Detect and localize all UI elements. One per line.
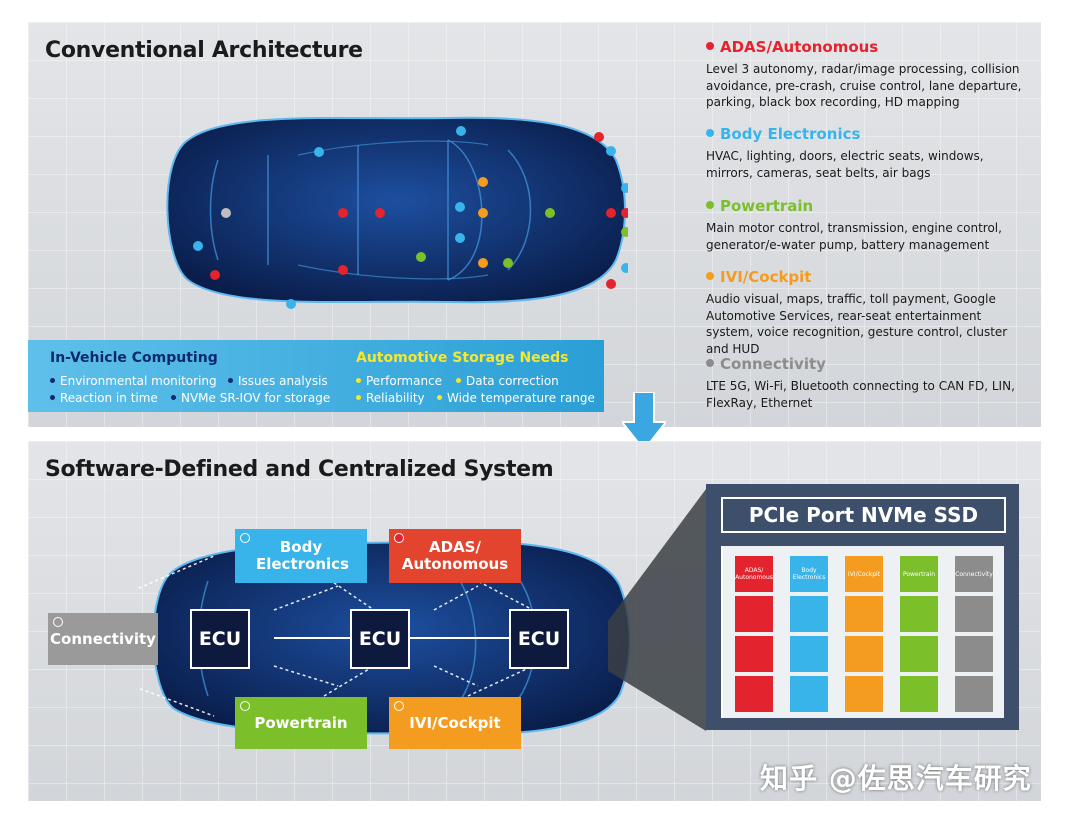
centralized-system-title: Software-Defined and Centralized System xyxy=(45,457,554,482)
adas-dot-icon xyxy=(394,533,404,543)
column-label: Powertrain xyxy=(900,556,938,592)
sensor-dot xyxy=(456,126,466,136)
sensor-dot xyxy=(606,279,616,289)
body-electronics-box: Body Electronics xyxy=(235,529,367,583)
sensor-dot xyxy=(478,258,488,268)
sensor-dot xyxy=(193,241,203,251)
ssd-title: PCIe Port NVMe SSD xyxy=(721,497,1006,533)
sensor-dot xyxy=(455,233,465,243)
category-title: Connectivity xyxy=(720,355,826,373)
category-title: ADAS/Autonomous xyxy=(720,38,879,56)
box-label: Powertrain xyxy=(254,714,348,732)
connectivity-box: Connectivity xyxy=(48,613,158,665)
list-item: Reaction in time xyxy=(50,391,158,405)
category-title: IVI/Cockpit xyxy=(720,268,812,286)
category-adas: ADAS/Autonomous Level 3 autonomy, radar/… xyxy=(706,38,1026,111)
ssd-namespaces: ADAS/ Autonomous Body Electronics IVI/Co… xyxy=(721,546,1004,718)
ecu-left: ECU xyxy=(190,609,250,669)
category-desc: Audio visual, maps, traffic, toll paymen… xyxy=(706,292,1008,356)
powertrain-box: Powertrain xyxy=(235,697,367,749)
watermark: 知乎 @佐思汽车研究 xyxy=(760,762,1032,795)
connectivity-dot-icon xyxy=(53,617,63,627)
list-item: Reliability xyxy=(356,391,425,405)
ssd-column-ivi: IVI/Cockpit xyxy=(845,556,883,712)
box-label: Connectivity xyxy=(50,630,156,648)
box-label: Body Electronics xyxy=(256,538,349,573)
sensor-dot xyxy=(375,208,385,218)
adas-dot-icon xyxy=(706,42,714,50)
ssd-column-body: Body Electronics xyxy=(790,556,828,712)
box-label: IVI/Cockpit xyxy=(409,714,501,732)
car-top-view xyxy=(166,116,628,309)
category-ivi-cockpit: IVI/Cockpit Audio visual, maps, traffic,… xyxy=(706,268,1026,357)
ssd-column-adas: ADAS/ Autonomous xyxy=(735,556,773,712)
sensor-dot xyxy=(545,208,555,218)
box-label: ADAS/ Autonomous xyxy=(401,538,509,573)
nvme-ssd-diagram: PCIe Port NVMe SSD ADAS/ Autonomous Body… xyxy=(706,484,1019,730)
sensor-dot xyxy=(606,146,616,156)
powertrain-dot-icon xyxy=(706,201,714,209)
conventional-architecture-title: Conventional Architecture xyxy=(45,38,363,63)
category-desc: Main motor control, transmission, engine… xyxy=(706,221,1002,252)
list-item: NVMe SR-IOV for storage xyxy=(171,391,330,405)
sensor-dot xyxy=(210,270,220,280)
list-item: Performance xyxy=(356,374,442,388)
category-body-electronics: Body Electronics HVAC, lighting, doors, … xyxy=(706,125,1026,181)
sensor-dot xyxy=(621,183,628,193)
body-dot-icon xyxy=(706,129,714,137)
sensor-dot xyxy=(314,147,324,157)
sensor-dot xyxy=(221,208,231,218)
ssd-column-powertrain: Powertrain xyxy=(900,556,938,712)
category-powertrain: Powertrain Main motor control, transmiss… xyxy=(706,197,1026,253)
ivi-cockpit-box: IVI/Cockpit xyxy=(389,697,521,749)
ivi-dot-icon xyxy=(394,701,404,711)
connectivity-dot-icon xyxy=(706,359,714,367)
category-connectivity: Connectivity LTE 5G, Wi-Fi, Bluetooth co… xyxy=(706,355,1026,411)
category-title: Powertrain xyxy=(720,197,814,215)
computing-storage-box: In-Vehicle Computing Environmental monit… xyxy=(28,340,604,412)
ecu-right: ECU xyxy=(509,609,569,669)
column-label: Body Electronics xyxy=(790,556,828,592)
list-item: Wide temperature range xyxy=(437,391,595,405)
column-label: IVI/Cockpit xyxy=(845,556,883,592)
category-desc: HVAC, lighting, doors, electric seats, w… xyxy=(706,149,984,180)
sensor-dot xyxy=(478,177,488,187)
ivi-dot-icon xyxy=(706,272,714,280)
category-title: Body Electronics xyxy=(720,125,861,143)
body-dot-icon xyxy=(240,533,250,543)
list-item: Data correction xyxy=(456,374,559,388)
sensor-dot xyxy=(621,263,628,273)
sensor-dot xyxy=(621,227,628,237)
category-desc: Level 3 autonomy, radar/image processing… xyxy=(706,62,1022,109)
sensor-dot xyxy=(455,202,465,212)
list-item: Environmental monitoring xyxy=(50,374,217,388)
sensor-dot xyxy=(621,208,628,218)
adas-autonomous-box: ADAS/ Autonomous xyxy=(389,529,521,583)
ecu-center: ECU xyxy=(350,609,410,669)
sensor-dot xyxy=(594,132,604,142)
sensor-dot xyxy=(478,208,488,218)
sensor-dot xyxy=(286,299,296,309)
down-arrow-icon xyxy=(622,392,666,452)
in-vehicle-computing-title: In-Vehicle Computing xyxy=(50,350,218,366)
sensor-dot xyxy=(338,208,348,218)
powertrain-dot-icon xyxy=(240,701,250,711)
sensor-dot xyxy=(606,208,616,218)
sensor-dot xyxy=(338,265,348,275)
category-desc: LTE 5G, Wi-Fi, Bluetooth connecting to C… xyxy=(706,379,1015,410)
column-label: ADAS/ Autonomous xyxy=(735,556,773,592)
ssd-column-connectivity: Connectivity xyxy=(955,556,993,712)
column-label: Connectivity xyxy=(955,556,993,592)
sensor-dot xyxy=(503,258,513,268)
storage-needs-title: Automotive Storage Needs xyxy=(356,350,569,366)
list-item: Issues analysis xyxy=(228,374,328,388)
sensor-dot xyxy=(416,252,426,262)
conventional-architecture-panel: Conventional Architecture xyxy=(28,22,1041,427)
ssd-projection xyxy=(608,489,706,731)
